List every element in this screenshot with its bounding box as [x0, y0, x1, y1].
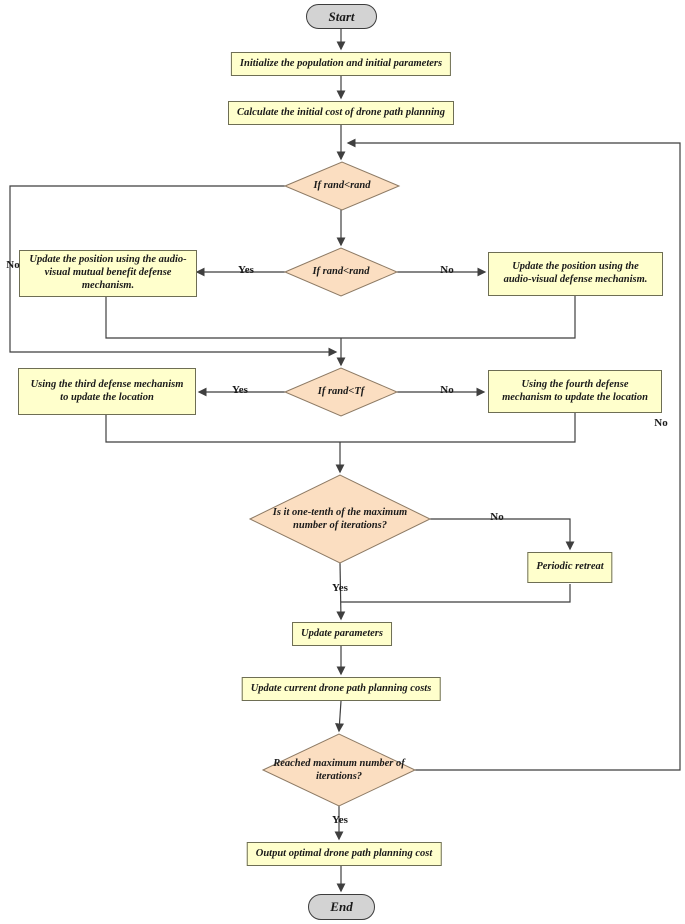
edge-label-reached-no: No — [654, 417, 668, 429]
loop-d1-no — [9, 185, 338, 357]
connector-costs-reached — [335, 700, 344, 733]
process-visual-defense: Update the position using the audio-visu… — [488, 252, 663, 296]
edge-label-tenth-yes: Yes — [332, 582, 348, 594]
process-periodic-retreat: Periodic retreat — [527, 552, 613, 583]
decision-tenth-text: Is it one-tenth of the maximum number of… — [272, 506, 408, 531]
connector-tenth-params — [336, 562, 346, 621]
edge-label-reached-yes: Yes — [332, 814, 348, 826]
process-update-costs: Update current drone path planning costs — [241, 677, 441, 701]
end-terminator: End — [308, 894, 375, 920]
process-initialize: Initialize the population and initial pa… — [230, 52, 452, 76]
end-label: End — [330, 899, 353, 915]
decision-d2-shape — [283, 247, 399, 297]
decision-d2-text: If rand<rand — [312, 266, 370, 278]
start-label: Start — [328, 8, 355, 24]
connector-mutual-visual-merge — [105, 296, 576, 339]
decision-d1-shape — [283, 161, 401, 211]
process-update-parameters: Update parameters — [292, 622, 392, 646]
edge-label-d3-yes: Yes — [232, 384, 248, 396]
connector-retreat-return — [341, 584, 571, 603]
decision-d3-shape — [283, 367, 399, 417]
process-third-defense: Using the third defense mechanism to upd… — [18, 368, 196, 415]
edge-label-d2-yes: Yes — [238, 264, 254, 276]
decision-d1-text: If rand<rand — [313, 180, 371, 192]
edge-label-d2-no: No — [440, 264, 454, 276]
edge-label-tenth-no: No — [490, 511, 504, 523]
decision-d3-text: If rand<Tf — [317, 386, 365, 398]
edge-label-d1-no: No — [6, 259, 20, 271]
connector-tenth-retreat — [430, 518, 575, 551]
decision-reached-text: Reached maximum number of iterations? — [273, 757, 405, 782]
decision-reached-shape — [261, 733, 417, 807]
process-output-cost: Output optimal drone path planning cost — [246, 842, 442, 866]
process-fourth-defense: Using the fourth defense mechanism to up… — [488, 370, 662, 413]
loop-reached-no — [346, 138, 681, 771]
start-terminator: Start — [306, 4, 377, 29]
connector-third-fourth-merge — [105, 413, 576, 443]
decision-tenth-shape — [248, 474, 432, 564]
process-calc-initial-cost: Calculate the initial cost of drone path… — [228, 101, 454, 125]
process-mutual-benefit-defense: Update the position using the audio-visu… — [19, 250, 197, 297]
edge-label-d3-no: No — [440, 384, 454, 396]
